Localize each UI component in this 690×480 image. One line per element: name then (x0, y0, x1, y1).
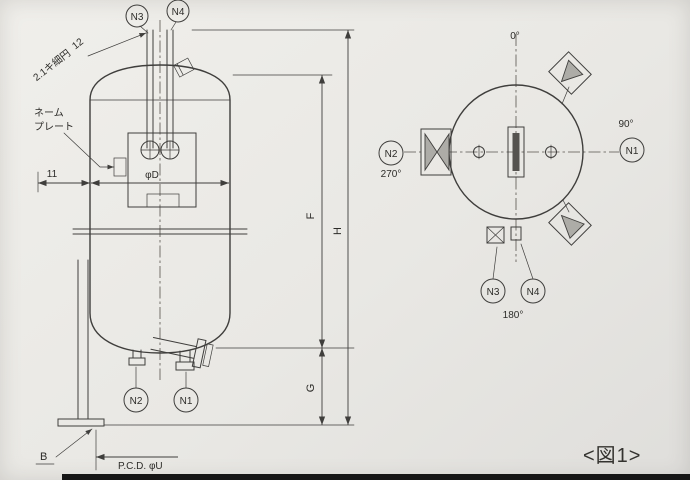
nameplate-bracket (113, 157, 127, 177)
plan-balloon-n4-leader (520, 243, 534, 280)
plan-view: N2 270° N1 90° 0° N3 N4 180° (378, 31, 645, 321)
plan-balloon-n2-label: N2 (385, 149, 398, 160)
plan-balloon-n4-label: N4 (527, 287, 540, 298)
plan-balloon-n1-label: N1 (626, 146, 639, 157)
balloon-n2-label: N2 (130, 396, 143, 407)
balloon-n3-leader (139, 25, 149, 34)
nozzle-n4-fitting (173, 57, 195, 78)
flange-bottom-right (548, 202, 592, 246)
balloon-n3-label: N3 (131, 12, 144, 23)
dim-h-label: H (332, 227, 344, 235)
ref-b-leader (55, 428, 93, 458)
bottom-fitting-narrow (510, 226, 522, 241)
ref-b-label: B (40, 451, 47, 463)
nameplate-leader (63, 132, 115, 170)
dim-11-label: 11 (47, 169, 58, 180)
plan-balloon-n4 (520, 278, 546, 304)
slant-flange-1 (191, 338, 207, 369)
tank-outline (89, 64, 231, 354)
bottom-fitting-diag2 (486, 226, 505, 244)
dim-f-label: F (305, 212, 317, 219)
slant-flange-2 (202, 343, 214, 367)
front-plate-inner (146, 193, 180, 208)
bottom-fitting-square (486, 226, 505, 244)
nozzle-n2-flange (128, 357, 146, 366)
plan-balloon-n3-leader (492, 246, 498, 280)
n2-flange-wedge-left (424, 132, 438, 172)
center-slot-inner (512, 133, 520, 171)
dim-g-label: G (305, 384, 317, 393)
flange-br-wedge (560, 214, 585, 239)
top-note-leader (87, 32, 147, 57)
balloon-n4-label: N4 (172, 7, 185, 18)
plan-balloon-n1 (619, 137, 645, 163)
angle-90-label: 90° (618, 119, 633, 130)
scan-artifact-bar (62, 474, 690, 480)
fitting-body (173, 57, 195, 78)
nozzle-n1-flange (175, 361, 195, 371)
plan-balloon-n3-label: N3 (487, 287, 500, 298)
balloon-n4 (166, 0, 190, 23)
balloon-n1-label: N1 (180, 396, 193, 407)
base-plate (57, 418, 105, 427)
flange-tr-wedge (560, 59, 584, 83)
nameplate-note-line2: プレート (34, 121, 74, 133)
slant-pipe-top (152, 336, 197, 348)
flange-tr-body (548, 51, 592, 95)
angle-270-label: 270° (381, 169, 402, 180)
balloon-n2 (123, 387, 149, 413)
front-view: N3 N4 12 2.1キ細円 ネーム プレート φD 11 (30, 0, 355, 472)
plan-balloon-n2 (378, 140, 404, 166)
fitting-line (176, 63, 184, 76)
flange-top-right (548, 51, 592, 95)
top-note-line2: 2.1キ細円 (30, 46, 73, 83)
top-note-line1: 12 (70, 36, 86, 52)
balloon-n3 (125, 4, 149, 28)
dim-phid-label: φD (145, 170, 159, 181)
slant-pipe-bottom (150, 348, 195, 359)
balloon-n1 (173, 387, 199, 413)
figure-caption: <図1> (583, 445, 641, 467)
angle-0-label: 0° (510, 31, 520, 42)
bottom-slant-nozzle (150, 336, 214, 369)
center-slot-outer (507, 126, 525, 178)
pcd-label: P.C.D. φU (118, 461, 163, 472)
angle-180-label: 180° (503, 310, 524, 321)
balloon-n4-leader (170, 21, 177, 31)
front-plate (127, 132, 197, 208)
flange-br-body (548, 202, 592, 246)
nameplate-note-line1: ネーム (34, 107, 64, 119)
n2-flange-body (420, 128, 452, 176)
n2-flange-wedge-right (436, 132, 450, 172)
flange-tr-connector (561, 86, 570, 105)
plan-balloon-n3 (480, 278, 506, 304)
